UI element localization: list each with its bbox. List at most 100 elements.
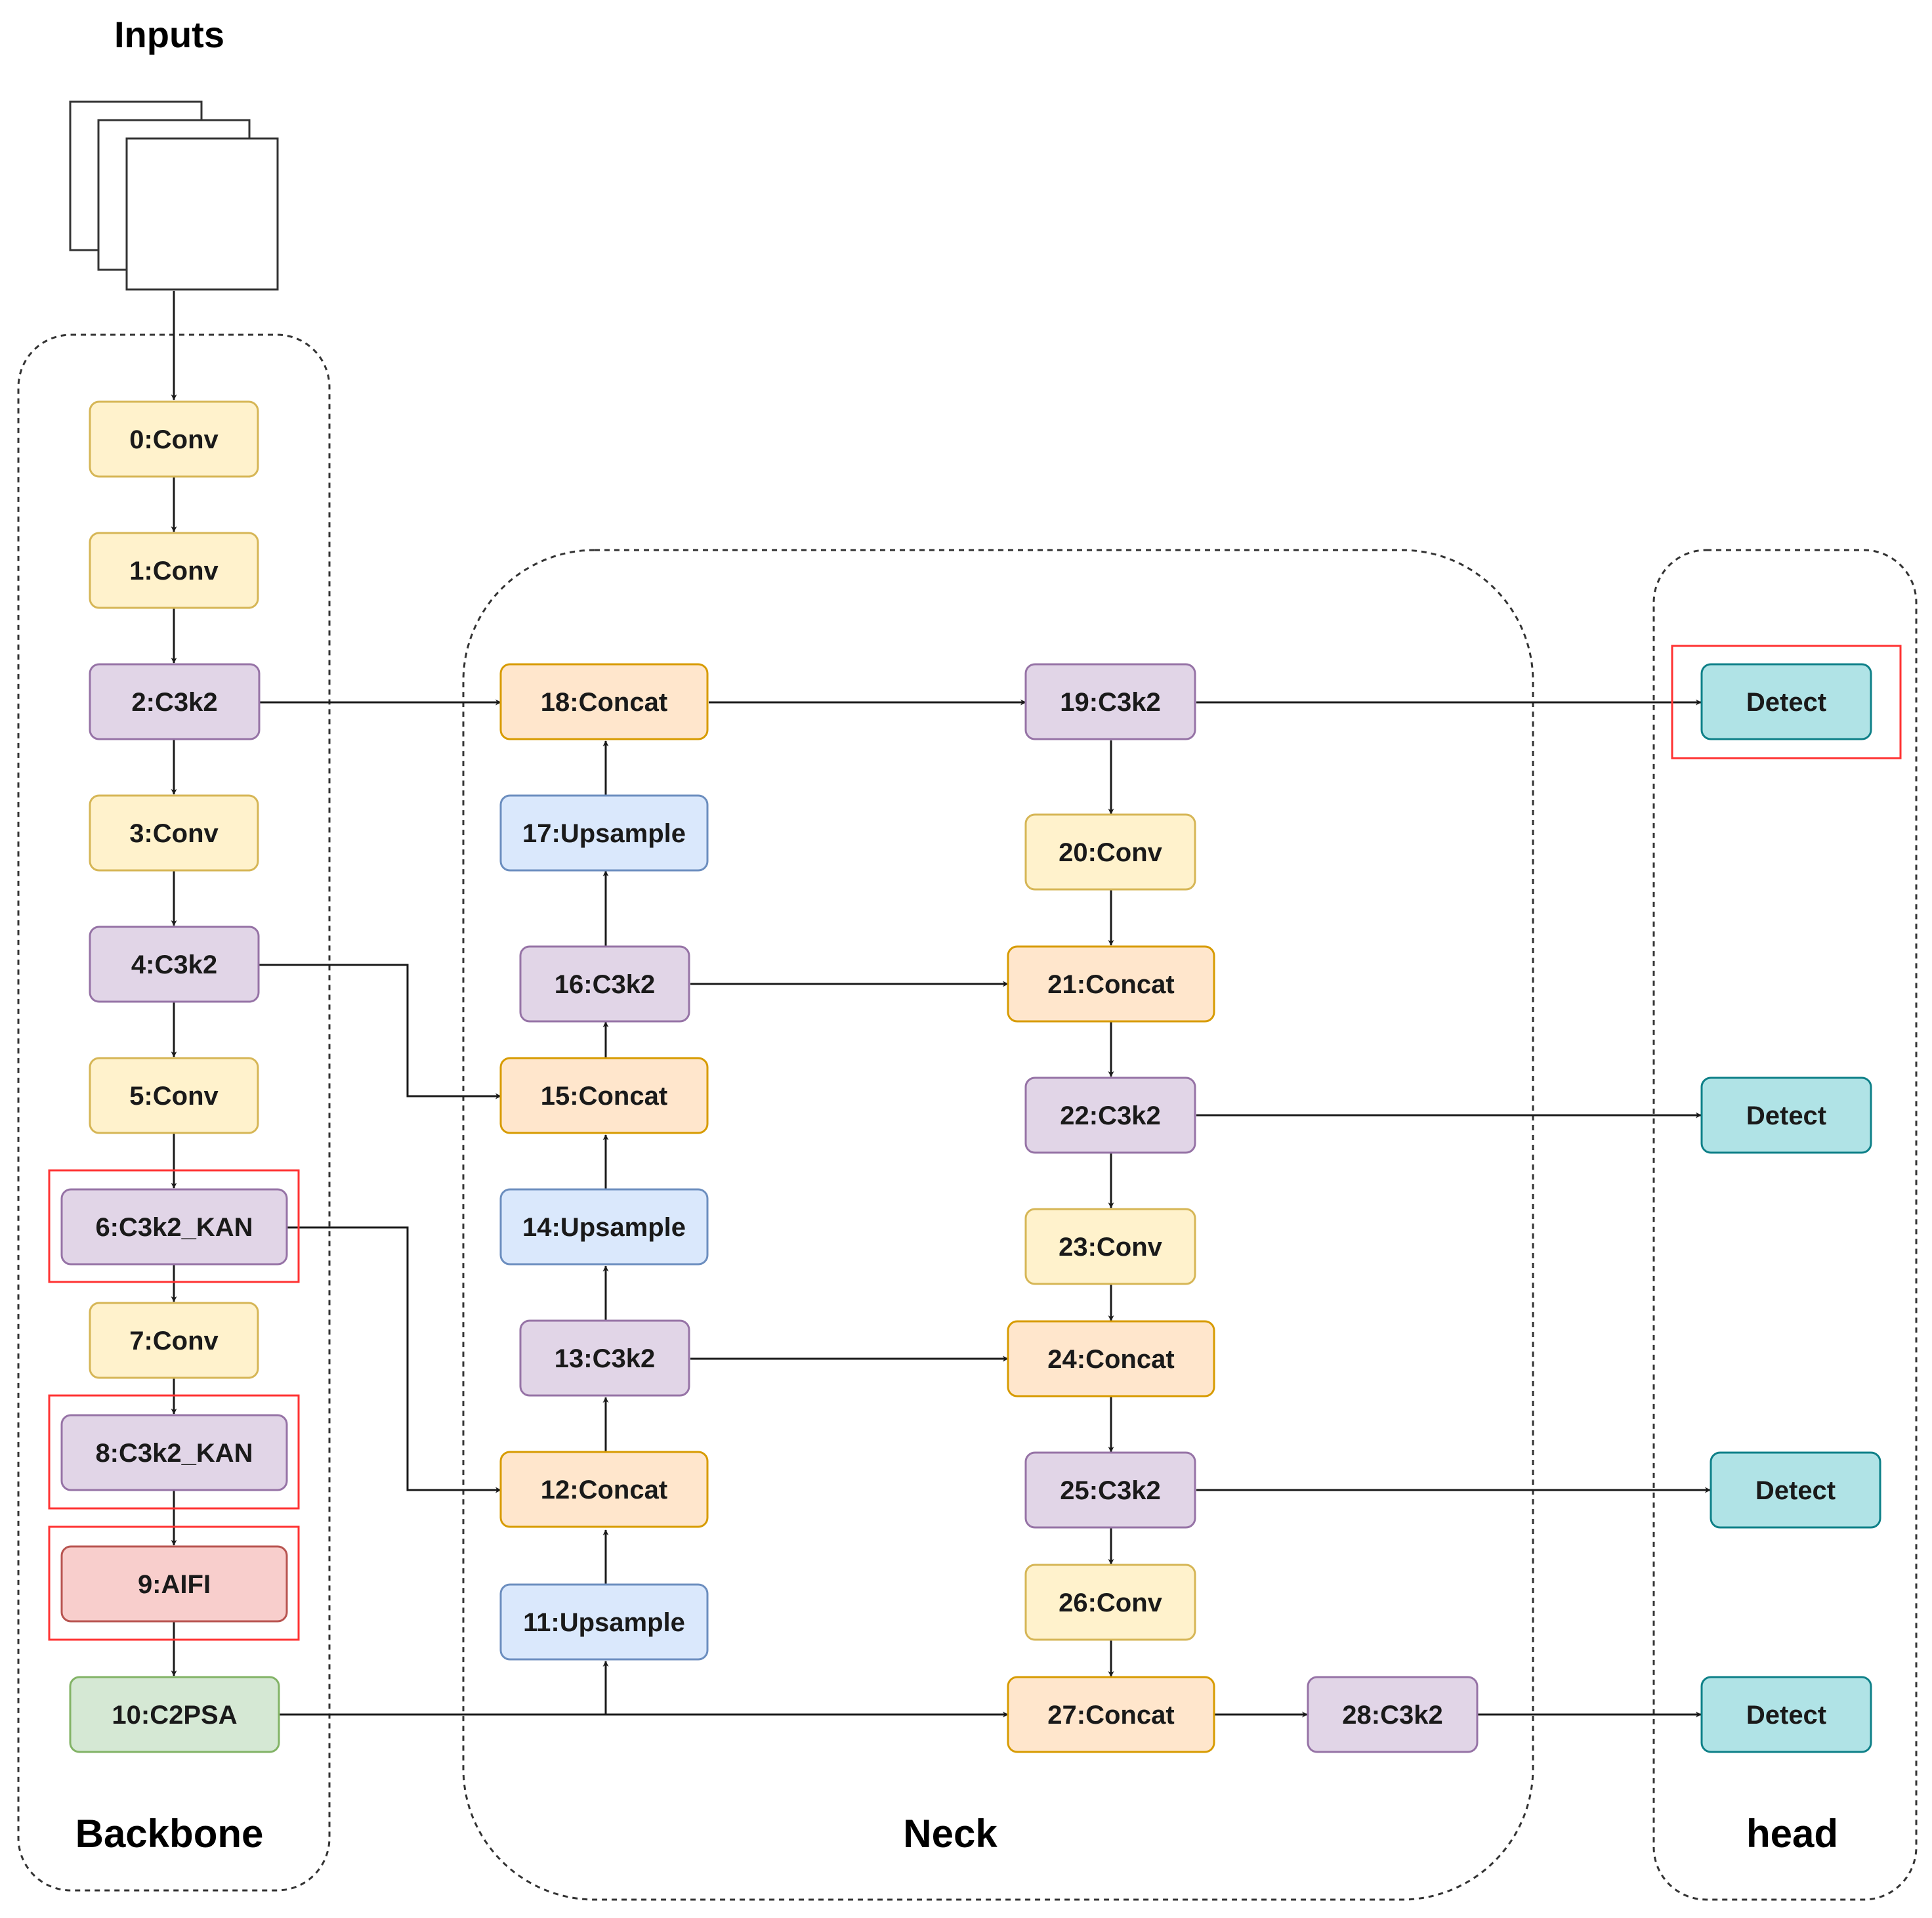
node-label-n22: 22:C3k2 xyxy=(1060,1101,1160,1130)
node-n28: 28:C3k2 xyxy=(1307,1676,1479,1753)
node-box-n24 xyxy=(1007,1320,1215,1397)
node-n18: 18:Concat xyxy=(499,663,709,740)
node-label-n3: 3:Conv xyxy=(129,819,219,848)
node-n9: 9:AIFI xyxy=(60,1545,288,1623)
node-n15: 15:Concat xyxy=(499,1057,709,1134)
node-n3: 3:Conv xyxy=(89,794,259,872)
connections xyxy=(171,291,1711,1718)
node-d2: Detect xyxy=(1700,1076,1872,1154)
node-n0: 0:Conv xyxy=(89,400,259,478)
node-n6: 6:C3k2_KAN xyxy=(60,1188,288,1266)
head-container xyxy=(1652,549,1918,1901)
neck-label: Neck xyxy=(903,1812,998,1856)
neck-container xyxy=(462,549,1534,1901)
node-n26: 26:Conv xyxy=(1024,1564,1196,1641)
node-box-n4 xyxy=(89,926,260,1003)
node-n10: 10:C2PSA xyxy=(69,1676,280,1753)
node-box-n14 xyxy=(499,1188,709,1266)
input-image-stack xyxy=(69,100,279,291)
node-label-d3: Detect xyxy=(1755,1476,1836,1505)
node-label-n9: 9:AIFI xyxy=(138,1570,211,1599)
node-box-n12 xyxy=(499,1451,709,1528)
highlight-n8 xyxy=(48,1394,300,1510)
node-n4: 4:C3k2 xyxy=(89,926,260,1003)
node-label-n17: 17:Upsample xyxy=(522,819,686,848)
node-box-n19 xyxy=(1024,663,1196,740)
node-box-n13 xyxy=(519,1319,690,1397)
highlight-n6 xyxy=(48,1169,300,1283)
node-box-n3 xyxy=(89,794,259,872)
node-box-d1 xyxy=(1700,663,1872,740)
node-label-n27: 27:Concat xyxy=(1047,1701,1174,1730)
node-n27: 27:Concat xyxy=(1007,1676,1215,1753)
node-label-n26: 26:Conv xyxy=(1059,1588,1163,1617)
node-n16: 16:C3k2 xyxy=(519,945,690,1023)
node-box-n28 xyxy=(1307,1676,1479,1753)
node-n21: 21:Concat xyxy=(1007,945,1215,1023)
node-label-d2: Detect xyxy=(1746,1101,1826,1130)
node-box-d2 xyxy=(1700,1076,1872,1154)
node-n17: 17:Upsample xyxy=(499,794,709,872)
node-box-n10 xyxy=(69,1676,280,1753)
node-box-n8 xyxy=(60,1414,288,1491)
node-box-d4 xyxy=(1700,1676,1872,1753)
node-n1: 1:Conv xyxy=(89,532,259,609)
node-box-n27 xyxy=(1007,1676,1215,1753)
node-label-n12: 12:Concat xyxy=(541,1476,667,1504)
node-label-n13: 13:C3k2 xyxy=(555,1344,655,1373)
node-box-d3 xyxy=(1710,1451,1881,1529)
node-box-n17 xyxy=(499,794,709,872)
node-box-n21 xyxy=(1007,945,1215,1023)
node-n2: 2:C3k2 xyxy=(89,663,261,740)
node-label-d4: Detect xyxy=(1746,1701,1826,1730)
node-n25: 25:C3k2 xyxy=(1024,1451,1196,1529)
node-label-n1: 1:Conv xyxy=(129,557,219,586)
highlight-n9 xyxy=(48,1525,300,1641)
node-n5: 5:Conv xyxy=(89,1057,259,1134)
node-label-n10: 10:C2PSA xyxy=(112,1701,237,1730)
node-n7: 7:Conv xyxy=(89,1302,259,1379)
node-box-n16 xyxy=(519,945,690,1023)
node-box-n9 xyxy=(60,1545,288,1623)
node-label-n2: 2:C3k2 xyxy=(131,688,217,717)
node-label-n18: 18:Concat xyxy=(541,688,667,717)
node-label-n6: 6:C3k2_KAN xyxy=(95,1213,253,1242)
node-box-n0 xyxy=(89,400,259,478)
node-label-n28: 28:C3k2 xyxy=(1342,1701,1442,1730)
node-label-n21: 21:Concat xyxy=(1047,970,1174,999)
backbone-label: Backbone xyxy=(75,1812,264,1856)
node-d3: Detect xyxy=(1710,1451,1881,1529)
node-label-n7: 7:Conv xyxy=(129,1327,219,1355)
highlight-d1 xyxy=(1671,645,1902,759)
node-label-n0: 0:Conv xyxy=(129,425,219,454)
edge-n4-n15 xyxy=(259,964,501,1099)
node-box-n26 xyxy=(1024,1564,1196,1641)
node-d4: Detect xyxy=(1700,1676,1872,1753)
node-label-n20: 20:Conv xyxy=(1059,838,1163,867)
node-box-n20 xyxy=(1024,813,1196,891)
node-box-n25 xyxy=(1024,1451,1196,1529)
node-label-n11: 11:Upsample xyxy=(523,1608,685,1637)
node-n23: 23:Conv xyxy=(1024,1208,1196,1285)
node-box-n22 xyxy=(1024,1076,1196,1154)
node-label-n8: 8:C3k2_KAN xyxy=(95,1439,253,1468)
node-n19: 19:C3k2 xyxy=(1024,663,1196,740)
node-box-n11 xyxy=(499,1583,709,1661)
node-d1: Detect xyxy=(1700,663,1872,740)
head-label: head xyxy=(1746,1812,1838,1856)
node-n8: 8:C3k2_KAN xyxy=(60,1414,288,1491)
node-box-n6 xyxy=(60,1188,288,1266)
node-box-n15 xyxy=(499,1057,709,1134)
node-label-d1: Detect xyxy=(1746,688,1826,717)
node-label-n5: 5:Conv xyxy=(129,1082,219,1111)
node-box-n2 xyxy=(89,663,261,740)
node-label-n14: 14:Upsample xyxy=(522,1213,686,1242)
node-label-n16: 16:C3k2 xyxy=(555,970,655,999)
node-label-n24: 24:Concat xyxy=(1047,1345,1174,1374)
node-box-n5 xyxy=(89,1057,259,1134)
node-box-n7 xyxy=(89,1302,259,1379)
node-n22: 22:C3k2 xyxy=(1024,1076,1196,1154)
node-n14: 14:Upsample xyxy=(499,1188,709,1266)
node-label-n23: 23:Conv xyxy=(1059,1233,1163,1262)
